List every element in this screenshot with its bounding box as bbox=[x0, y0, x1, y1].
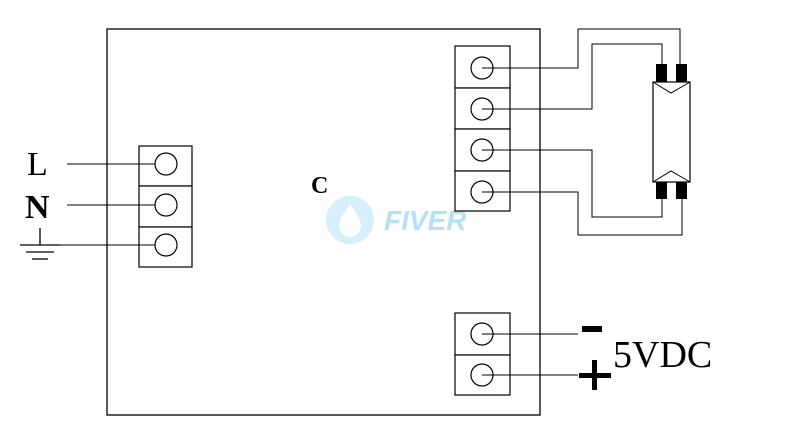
lamp-wire-3 bbox=[482, 149, 663, 218]
lamp-body bbox=[652, 81, 691, 183]
lamp-wire-4 bbox=[482, 191, 683, 236]
lamp-pin-bottom-right bbox=[676, 182, 687, 199]
lamp-tube bbox=[652, 64, 691, 199]
ground-icon bbox=[20, 228, 60, 260]
lamp-endcap-bottom bbox=[652, 170, 691, 183]
dc-positive-symbol bbox=[579, 360, 611, 390]
mains-terminal-1 bbox=[138, 145, 193, 187]
label-neutral: N bbox=[25, 189, 50, 226]
lamp-pin-bottom-left bbox=[656, 182, 667, 199]
lamp-terminal-block bbox=[454, 45, 511, 212]
board-label: C bbox=[311, 173, 328, 199]
watermark-text: FIVER bbox=[384, 205, 467, 236]
lamp-wire-2 bbox=[482, 43, 663, 110]
driver-board bbox=[106, 28, 541, 416]
dc-terminal-block bbox=[454, 312, 511, 396]
dc-voltage-label: 5VDC bbox=[613, 334, 712, 376]
lamp-terminal-4 bbox=[454, 170, 511, 212]
label-live: L bbox=[27, 146, 48, 183]
mains-terminal-3 bbox=[138, 226, 193, 268]
mains-terminal-2 bbox=[138, 185, 193, 228]
dc-negative-symbol bbox=[582, 326, 602, 332]
watermark-drop-shape bbox=[339, 204, 361, 237]
lamp-pin-top-right bbox=[676, 64, 687, 82]
mains-terminal-block bbox=[138, 145, 193, 268]
lamp-pin-top-left bbox=[656, 64, 667, 82]
lamp-wire-1 bbox=[482, 28, 681, 69]
watermark: FIVER bbox=[326, 196, 467, 244]
lamp-terminal-1 bbox=[454, 45, 511, 89]
lamp-endcap-top bbox=[652, 81, 691, 94]
